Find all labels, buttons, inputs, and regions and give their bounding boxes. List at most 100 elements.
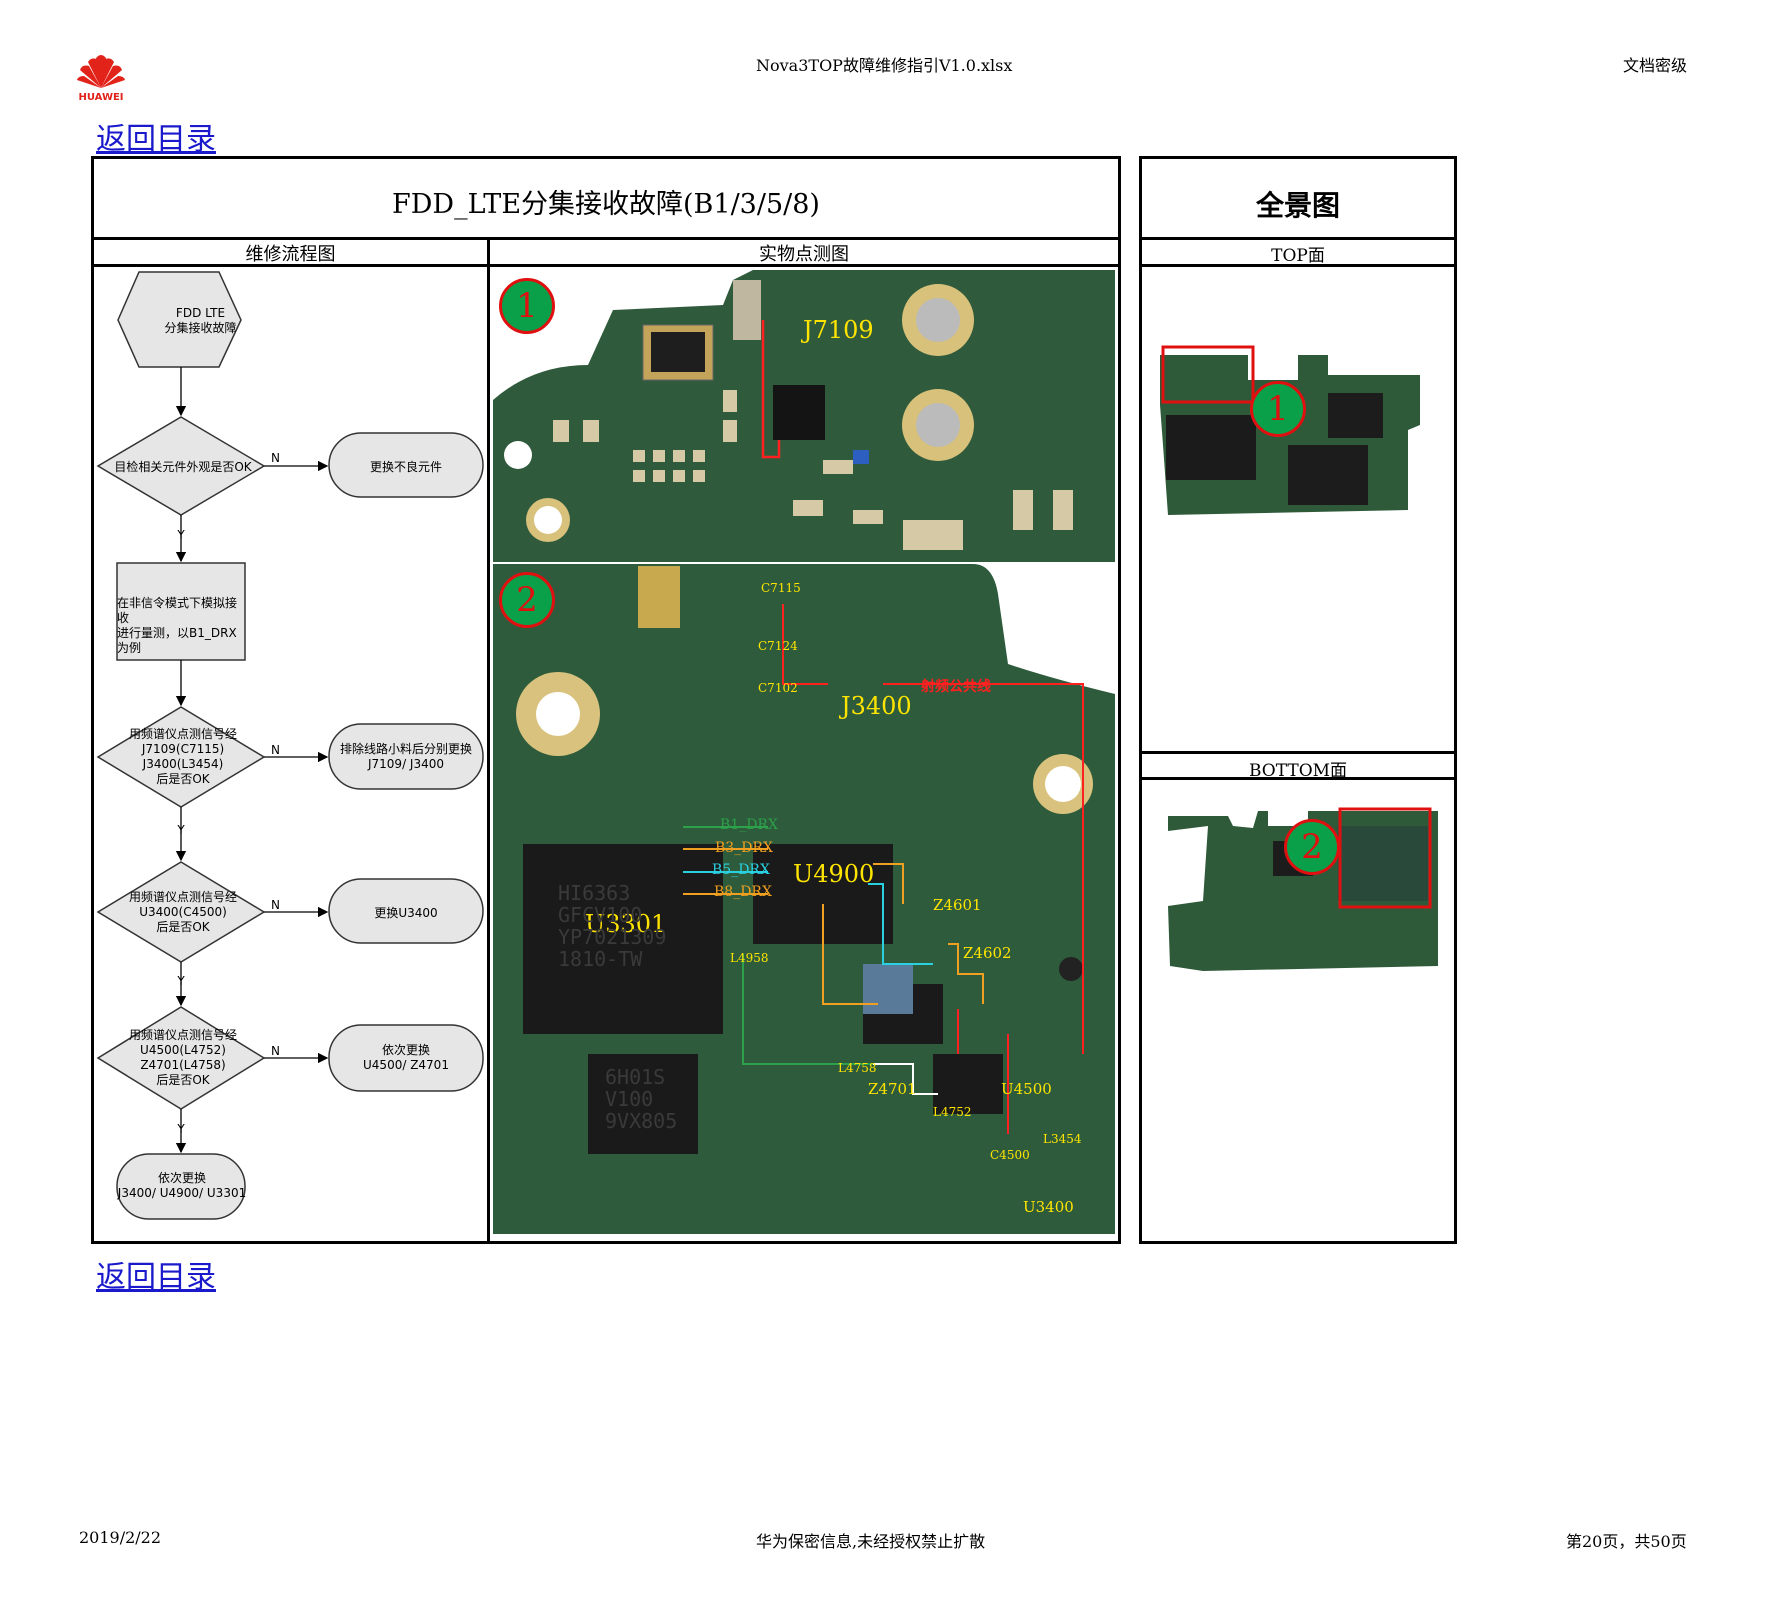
- back-to-toc-link-bottom[interactable]: 返回目录: [96, 1260, 216, 1295]
- flow-no-4: N: [271, 1044, 280, 1058]
- flow-result-2-line-2: J7109/ J3400: [367, 757, 444, 771]
- flow-yes-2: Y: [176, 823, 185, 837]
- label-z4701: Z4701: [868, 1080, 917, 1098]
- flow-step-1: [116, 562, 246, 661]
- flow-result-4-line-1: 依次更换: [381, 1043, 430, 1057]
- label-u3400: U3400: [1023, 1198, 1074, 1216]
- label-l4958: L4958: [730, 951, 769, 965]
- label-b1-drx: B1_DRX: [720, 817, 778, 833]
- flow-decision-4-line-2: U4500(L4752): [140, 1043, 226, 1057]
- chip-u3301-line-3: YP7021309: [558, 925, 667, 949]
- label-c7115: C7115: [761, 581, 801, 595]
- flow-decision-2-text: 用频谱仪点测信号经 J7109(C7115) J3400(L3454) 后是否O…: [98, 727, 268, 787]
- flow-decision-2-line-3: J3400(L3454): [142, 757, 224, 771]
- flow-result-1-text: 更换不良元件: [369, 460, 442, 474]
- divider: [1139, 237, 1457, 240]
- huawei-petals-icon: [77, 55, 125, 88]
- repair-flowchart: Y Y Y Y N N N N: [96, 271, 484, 1220]
- column-header-flow: 维修流程图: [245, 244, 336, 265]
- flow-decision-3-line-2: U3400(C4500): [139, 905, 227, 919]
- flow-start-hexagon: [117, 271, 242, 368]
- divider: [1139, 777, 1457, 780]
- panorama-title: 全景图: [1255, 189, 1340, 222]
- flow-decision-2-line-1: 用频谱仪点测信号经: [128, 727, 237, 741]
- label-b5-drx: B5_DRX: [712, 862, 770, 878]
- file-name: Nova3TOP故障维修指引V1.0.xlsx: [756, 56, 1013, 75]
- top-side-header: TOP面: [1271, 246, 1325, 266]
- flow-decision-4-line-4: 后是否OK: [156, 1073, 210, 1087]
- main-title: FDD_LTE分集接收故障(B1/3/5/8): [392, 189, 820, 220]
- pcb-board-2-drawing: [493, 564, 1115, 1234]
- label-j7109: J7109: [803, 316, 874, 344]
- flow-decision-4-text: 用频谱仪点测信号经 U4500(L4752) Z4701(L4758) 后是否O…: [98, 1028, 268, 1088]
- flow-no-2: N: [271, 743, 280, 757]
- flow-step-1-text: 在非信令模式下模拟接收 进行量测，以B1_DRX为例: [117, 596, 247, 656]
- top-side-badge: 1: [1250, 381, 1306, 437]
- flow-decision-2-line-2: J7109(C7115): [141, 742, 225, 756]
- label-z4602: Z4602: [963, 944, 1012, 962]
- label-z4601: Z4601: [933, 896, 982, 914]
- label-l4758: L4758: [838, 1061, 877, 1075]
- flow-start-line-1: FDD LTE: [175, 306, 226, 320]
- label-u4900: U4900: [793, 860, 875, 888]
- label-b3-drx: B3_DRX: [715, 840, 773, 856]
- chip-u3301-marking: HI6363 GFCV100 YP7021309 1810-TW: [558, 882, 666, 970]
- divider: [91, 237, 1121, 240]
- flow-end-line-1: 依次更换: [157, 1171, 206, 1185]
- chip-6h01s-marking: 6H01S V100 9VX805: [605, 1066, 677, 1132]
- label-b8-drx: B8_DRX: [714, 884, 772, 900]
- flow-no-3: N: [271, 898, 280, 912]
- label-c4500: C4500: [990, 1148, 1030, 1162]
- flow-decision-1-text: 目检相关元件外观是否OK: [114, 460, 252, 474]
- flow-start-text: FDD LTE 分集接收故障: [118, 306, 283, 336]
- flow-yes-4: Y: [176, 1122, 185, 1136]
- flow-result-2: [328, 723, 484, 790]
- flow-end: [116, 1153, 246, 1220]
- label-rf-common-line: 射频公共线: [921, 679, 991, 695]
- flow-decision-4-line-3: Z4701(L4758): [140, 1058, 226, 1072]
- main-table: [91, 156, 1121, 1244]
- column-header-photo: 实物点测图: [759, 244, 849, 265]
- flow-yes-3: Y: [176, 974, 185, 988]
- pcb-photo-1: 1 J7109: [493, 270, 1115, 562]
- label-c7102: C7102: [758, 681, 798, 695]
- flow-step-1-line-2: 进行量测，以B1_DRX为例: [117, 626, 237, 655]
- flow-result-3-text: 更换U3400: [374, 906, 438, 920]
- bottom-side-header: BOTTOM面: [1248, 761, 1348, 781]
- flow-decision-4-line-1: 用频谱仪点测信号经: [128, 1028, 237, 1042]
- label-u4500: U4500: [1001, 1080, 1052, 1098]
- flow-result-1: [328, 432, 484, 498]
- divider: [91, 264, 1121, 267]
- photo-separator: [493, 562, 1115, 564]
- bottom-side-board: 2: [1158, 806, 1438, 981]
- flow-result-4: [328, 1024, 484, 1092]
- divider: [487, 237, 490, 1244]
- divider: [1139, 264, 1457, 267]
- flow-result-4-text: 依次更换 U4500/ Z4701: [329, 1043, 483, 1073]
- back-to-toc-link-top[interactable]: 返回目录: [96, 122, 216, 157]
- flow-end-line-2: J3400/ U4900/ U3301: [117, 1186, 247, 1200]
- flow-yes-1: Y: [176, 528, 185, 542]
- label-l4752: L4752: [933, 1105, 972, 1119]
- label-l3454: L3454: [1043, 1132, 1082, 1146]
- chip-u3301-line-1: HI6363: [558, 881, 631, 905]
- chip-u3301-line-4: 1810-TW: [558, 947, 643, 971]
- flow-result-2-text: 排除线路小料后分别更换 J7109/ J3400: [329, 742, 483, 772]
- footer-notice: 华为保密信息,未经授权禁止扩散: [756, 1532, 986, 1551]
- photo-2-badge: 2: [499, 572, 555, 628]
- chip-6h01s-line-2: V100: [605, 1087, 654, 1111]
- flow-no-1: N: [271, 451, 280, 465]
- top-side-board: 1: [1158, 345, 1428, 520]
- footer-page: 第20页，共50页: [1566, 1532, 1687, 1551]
- chip-6h01s-line-3: 9VX805: [605, 1109, 678, 1133]
- panorama-table: [1139, 156, 1457, 1244]
- flow-end-text: 依次更换 J3400/ U4900/ U3301: [117, 1171, 247, 1201]
- bottom-side-badge: 2: [1284, 819, 1340, 875]
- label-j3400: J3400: [841, 692, 912, 720]
- flow-step-1-line-1: 在非信令模式下模拟接收: [117, 596, 238, 625]
- flow-result-4-line-2: U4500/ Z4701: [363, 1058, 449, 1072]
- flow-decision-3-line-1: 用频谱仪点测信号经: [128, 890, 237, 904]
- divider: [1139, 751, 1457, 754]
- chip-6h01s-line-1: 6H01S: [605, 1065, 666, 1089]
- flow-result-3: [328, 878, 484, 944]
